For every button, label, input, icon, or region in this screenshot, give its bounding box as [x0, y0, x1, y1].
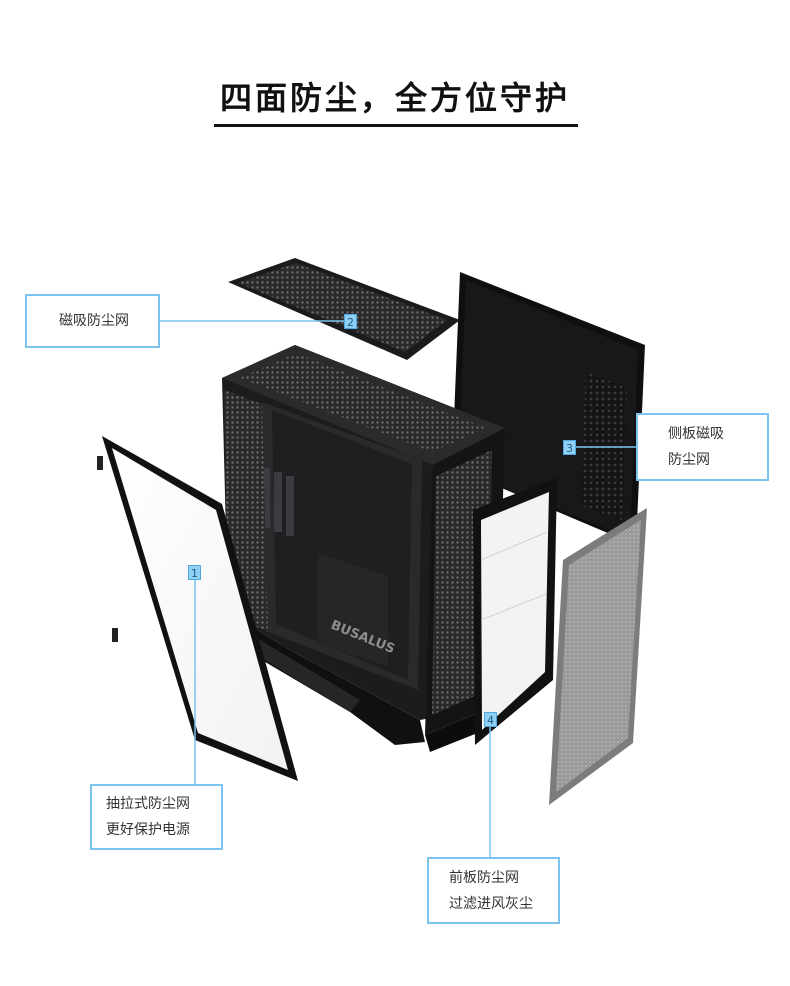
- front-glass-door: [97, 436, 298, 781]
- chassis-body: [222, 345, 505, 752]
- marker-4: 4: [484, 712, 497, 727]
- marker-1: 1: [188, 565, 201, 580]
- title-underline: [214, 124, 578, 127]
- side-dust-filter: [549, 508, 647, 805]
- callout-side-line-1: 侧板磁吸: [668, 426, 724, 442]
- callout-front-line-2: 过滤进风灰尘: [449, 895, 533, 912]
- callout-front-filter: 前板防尘网 过滤进风灰尘: [427, 857, 560, 924]
- callout-psu-filter: 抽拉式防尘网 更好保护电源: [90, 784, 223, 850]
- top-dust-filter: [228, 258, 460, 360]
- callout-front-line-1: 前板防尘网: [449, 869, 519, 886]
- marker-3: 3: [563, 440, 576, 455]
- page-title: 四面防尘，全方位守护: [219, 79, 570, 117]
- callout-psu-line-2: 更好保护电源: [106, 822, 190, 838]
- callout-leaders: [158, 320, 637, 859]
- callout-top-filter: 磁吸防尘网: [25, 294, 160, 348]
- marker-2: 2: [344, 314, 357, 329]
- front-mesh-door: [473, 478, 557, 745]
- callout-top-filter-line: 磁吸防尘网: [59, 313, 129, 329]
- callout-psu-line-1: 抽拉式防尘网: [106, 796, 190, 812]
- callout-side-panel-filter: 侧板磁吸 防尘网: [636, 413, 769, 481]
- callout-side-line-2: 防尘网: [668, 452, 710, 468]
